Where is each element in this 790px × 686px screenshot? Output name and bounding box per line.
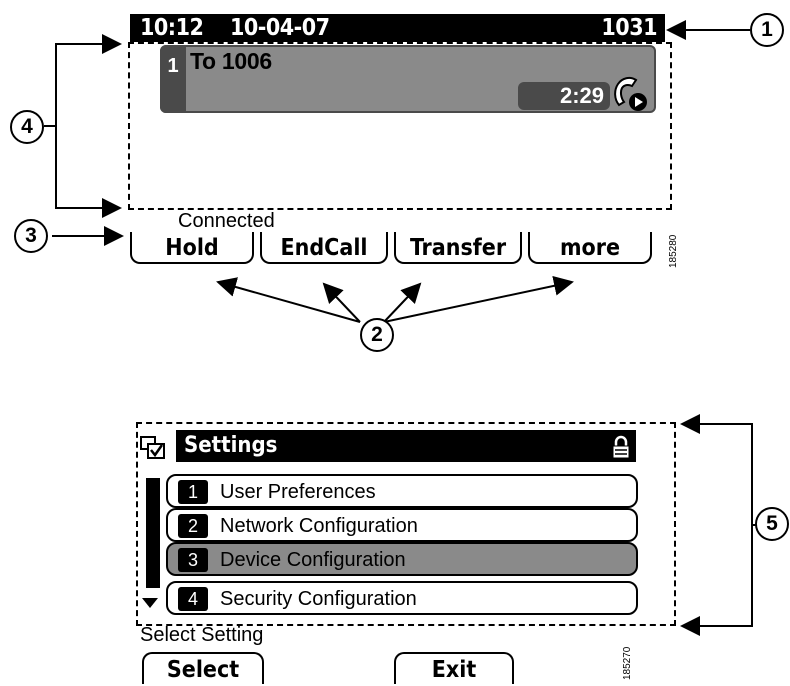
menu-item-label: User Preferences	[220, 481, 376, 503]
call-status-text: Connected	[178, 210, 275, 232]
prompt-text: Select Setting	[140, 624, 264, 646]
exit-softkey[interactable]: Exit	[394, 652, 514, 684]
lock-icon	[612, 435, 630, 459]
menu-item-number: 3	[178, 548, 208, 572]
callout-2: 2	[360, 318, 394, 352]
settings-checkbox-icon	[140, 436, 165, 459]
clock-date: 10-04-07	[230, 15, 330, 41]
menu-item-security-configuration[interactable]: 4 Security Configuration	[166, 581, 638, 615]
menu-item-label: Security Configuration	[220, 588, 417, 610]
menu-item-number: 2	[178, 514, 208, 538]
more-softkey[interactable]: more	[528, 232, 652, 264]
softkey-bar: Hold EndCall Transfer more	[128, 232, 656, 268]
call-timer: 2:29	[518, 82, 610, 110]
scroll-down-arrow-icon[interactable]	[140, 596, 160, 610]
menu-item-number: 4	[178, 587, 208, 611]
status-bar: 10:12 10-04-07 1031	[130, 14, 665, 42]
figure-id: 185280	[668, 234, 679, 268]
hold-softkey[interactable]: Hold	[130, 232, 254, 264]
line-number-badge: 1	[160, 45, 186, 113]
callout-4: 4	[10, 110, 44, 144]
select-softkey[interactable]: Select	[142, 652, 264, 684]
callout-5: 5	[755, 507, 789, 541]
menu-item-network-configuration[interactable]: 2 Network Configuration	[166, 508, 638, 542]
call-activity-area	[128, 42, 672, 210]
phone-extension: 1031	[601, 15, 657, 41]
menu-item-label: Network Configuration	[220, 515, 418, 537]
figure-id: 185270	[622, 646, 633, 680]
scrollbar[interactable]	[146, 478, 160, 588]
softkey-bar: Select Exit	[138, 648, 618, 684]
menu-item-device-configuration[interactable]: 3 Device Configuration	[166, 542, 638, 576]
settings-title: Settings	[176, 430, 636, 462]
menu-item-label: Device Configuration	[220, 549, 406, 571]
transfer-softkey[interactable]: Transfer	[394, 232, 522, 264]
call-label: To 1006	[190, 48, 272, 74]
call-connected-icon	[614, 76, 647, 111]
endcall-softkey[interactable]: EndCall	[260, 232, 388, 264]
callout-1: 1	[750, 13, 784, 47]
settings-menu-area	[136, 422, 676, 626]
menu-item-user-preferences[interactable]: 1 User Preferences	[166, 474, 638, 508]
menu-item-number: 1	[178, 480, 208, 504]
clock-time: 10:12	[140, 15, 204, 41]
callout-3: 3	[14, 219, 48, 253]
